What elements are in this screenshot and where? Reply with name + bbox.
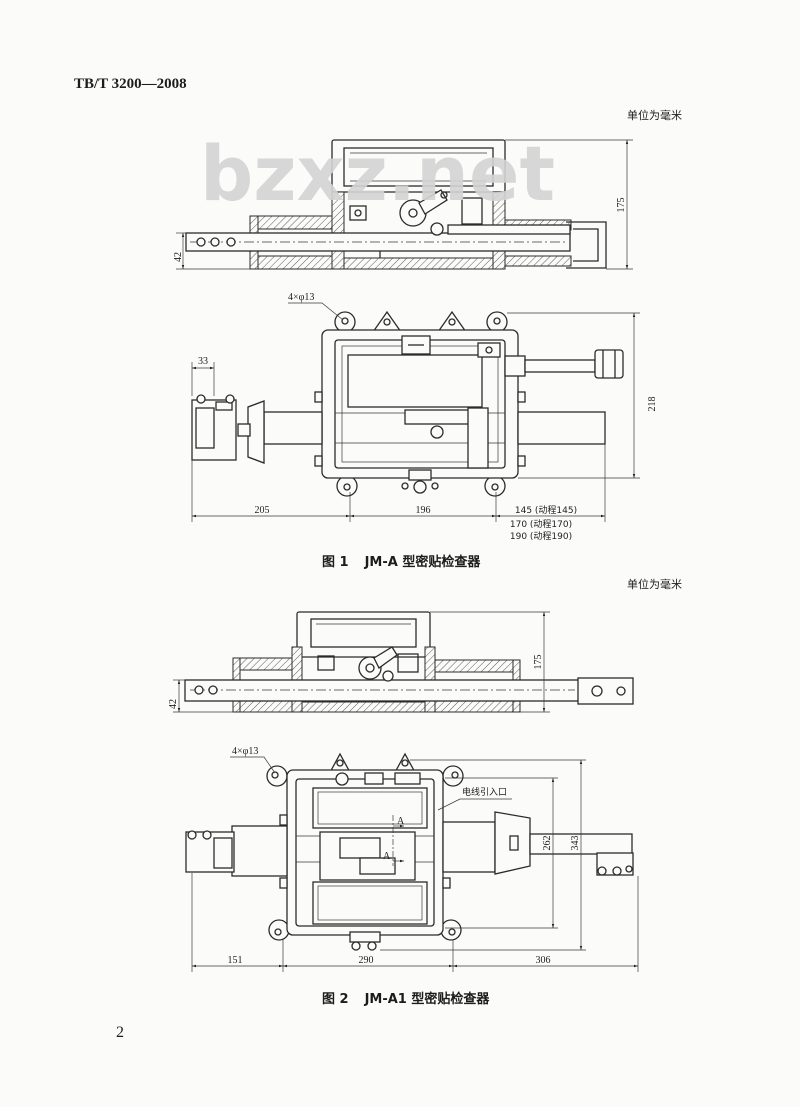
fig2-dim-cover-height: 175 [430, 611, 550, 713]
fig2-right-assembly [442, 811, 634, 876]
fig2-section-mark-lower: A [383, 851, 391, 862]
fig2-mounting-holes [271, 759, 459, 936]
fig1-unit-note: 单位为毫米 [627, 109, 682, 122]
standard-code: TB/T 3200—2008 [74, 76, 187, 92]
fig2-section-view: 175 42 [168, 611, 634, 713]
fig1-dim-cover-height: 175 [505, 139, 633, 270]
fig1-left-assembly [191, 394, 323, 464]
fig1-side-bolts [314, 391, 526, 467]
fig1-end-bracket [566, 221, 607, 269]
fig2-label-plate-top [312, 787, 428, 829]
page-number: 2 [116, 1024, 124, 1041]
fig2-dim-175: 175 [533, 655, 544, 670]
fig2-dim-bottom-chain: 151 290 306 [191, 873, 639, 972]
fig2-section-mark-upper: A [397, 816, 405, 827]
fig2-dim-rod-height: 42 [168, 679, 233, 713]
fig2-caption-label: 图 2 [322, 992, 349, 1007]
fig1-label-plate [347, 354, 483, 408]
fig2-dim-holes: 4×φ13 [232, 746, 258, 757]
fig2-left-assembly [185, 825, 288, 877]
fig1-plan-view: 4×φ13 33 218 [191, 292, 658, 542]
fig2-cover [296, 611, 431, 658]
fig1-right-rod [517, 411, 606, 445]
fig1-crank-mechanism [349, 189, 483, 258]
fig1-inner-linkage [404, 407, 489, 469]
fig2-dim-151: 151 [228, 955, 243, 966]
fig2-top-terminals [335, 772, 421, 786]
fig1-dim-holes: 4×φ13 [288, 292, 314, 303]
fig1-caption-label: 图 1 [322, 555, 349, 570]
fig2-inner-mechanism: A A [319, 815, 416, 881]
fig1-mounting-holes [341, 317, 501, 491]
fig1-stroke-190: 190 (动程190) [510, 531, 572, 542]
fig2-holes-leader: 4×φ13 [230, 746, 276, 774]
fig1-dim-42: 42 [173, 252, 184, 262]
fig2-plan-view: A A [185, 746, 639, 972]
fig1-dim-body-height: 218 [507, 312, 658, 479]
fig2-cable-entry-leader: 电线引入口 [437, 786, 512, 811]
fig2-dim-inner-height: 262 [445, 777, 558, 929]
fig2-cable-entry-label: 电线引入口 [462, 786, 507, 798]
fig1-dim-218: 218 [647, 397, 658, 412]
fig1-dim-rod-height: 42 [173, 232, 250, 270]
watermark: bzxz.net [200, 129, 555, 218]
fig2-dim-262: 262 [542, 836, 553, 851]
fig1-side-tube [504, 349, 624, 379]
fig1-holes-leader: 4×φ13 [288, 292, 344, 321]
fig1-push-rod [185, 224, 571, 252]
fig2-crank-mechanism [317, 646, 419, 682]
fig2-caption: 图 2 JM-A1 型密贴检查器 [322, 988, 489, 1007]
fig1-dim-196: 196 [416, 505, 431, 516]
fig2-label-plate-bottom [312, 881, 428, 925]
fig1-section-view: 175 42 [173, 139, 633, 270]
fig2-dim-42: 42 [168, 699, 179, 709]
fig2-caption-title: JM-A1 型密贴检查器 [364, 992, 490, 1007]
fig1-dim-bottom-chain: 205 196 145 (动程145) 170 (动程170) 190 (动程1… [191, 444, 606, 542]
fig1-top-terminal [401, 335, 501, 358]
fig1-dim-33: 33 [198, 356, 208, 367]
fig1-dim-205: 205 [255, 505, 270, 516]
fig2-dim-outer-height: 343 [380, 759, 586, 951]
fig1-bottom-knob [401, 469, 439, 494]
fig2-side-bolts [279, 814, 451, 889]
fig2-unit-note: 单位为毫米 [627, 578, 682, 591]
fig2-dim-306: 306 [536, 955, 551, 966]
fig2-dim-343: 343 [570, 836, 581, 851]
fig2-push-rod [184, 677, 634, 705]
fig2-dim-290: 290 [359, 955, 374, 966]
fig1-dim-175: 175 [616, 198, 627, 213]
fig1-dim-bracket-width: 33 [191, 356, 215, 396]
fig1-stroke-145: 145 (动程145) [515, 505, 577, 516]
fig1-cover [331, 139, 506, 193]
fig1-caption-title: JM-A 型密贴检查器 [364, 555, 481, 570]
fig2-bottom-knob [349, 931, 381, 951]
fig1-caption: 图 1 JM-A 型密贴检查器 [322, 551, 480, 570]
fig1-stroke-170: 170 (动程170) [510, 519, 572, 530]
